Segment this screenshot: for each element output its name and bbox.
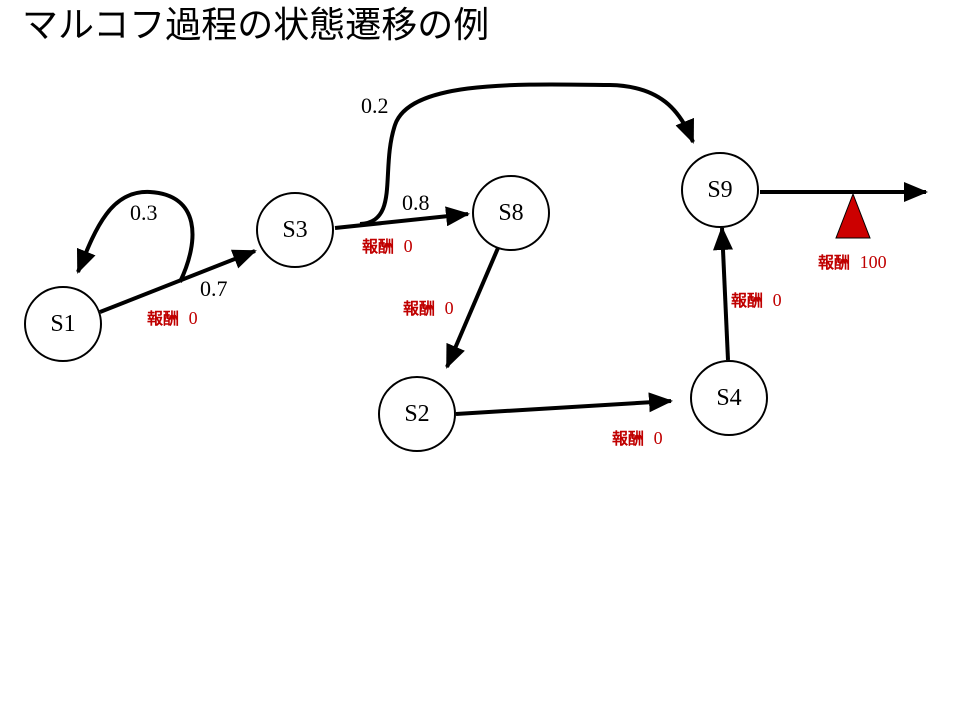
node-s1: S1	[24, 286, 102, 362]
reward-value: 0	[654, 428, 663, 448]
node-s8-label: S8	[498, 200, 523, 226]
prob-s3-to-s8: 0.8	[402, 190, 430, 215]
reward-value: 100	[860, 252, 887, 272]
node-s9: S9	[681, 152, 759, 228]
node-s3-label: S3	[282, 217, 307, 243]
node-s9-label: S9	[707, 177, 732, 203]
reward-value: 0	[189, 308, 198, 328]
reward-value: 0	[773, 290, 782, 310]
node-s1-label: S1	[50, 311, 75, 337]
reward-value: 0	[445, 298, 454, 318]
node-s2-label: S2	[404, 401, 429, 427]
node-s4-label: S4	[716, 385, 741, 411]
terminal-triangle-marker	[835, 192, 871, 239]
prob-s1-self-loop: 0.3	[130, 200, 158, 225]
node-s4: S4	[690, 360, 768, 436]
node-s8: S8	[472, 175, 550, 251]
reward-s4-to-s9: 報酬 0	[731, 290, 782, 310]
reward-word: 報酬	[362, 237, 394, 256]
edge-s2-to-s4	[455, 392, 673, 416]
slide-title: マルコフ過程の状態遷移の例	[22, 5, 490, 46]
edge-s3-to-s8	[334, 206, 470, 230]
reward-value: 0	[404, 236, 413, 256]
reward-word: 報酬	[147, 309, 179, 328]
reward-s9-exit: 報酬 100	[818, 252, 887, 272]
reward-word: 報酬	[731, 291, 763, 310]
edge-s1-self-loop	[76, 189, 195, 283]
reward-word: 報酬	[403, 299, 435, 318]
node-s3: S3	[256, 192, 334, 268]
reward-s3-to-s8: 報酬 0	[362, 236, 413, 256]
reward-word: 報酬	[612, 429, 644, 448]
reward-word: 報酬	[818, 253, 850, 272]
node-s2: S2	[378, 376, 456, 452]
reward-s1-to-s3: 報酬 0	[147, 308, 198, 328]
reward-s8-to-s2: 報酬 0	[403, 298, 454, 318]
prob-s1-to-s3: 0.7	[200, 276, 228, 301]
edge-s3-to-s9	[359, 82, 695, 226]
edge-s1-to-s3	[99, 249, 257, 314]
edge-s8-to-s2	[445, 247, 500, 369]
reward-s2-to-s4: 報酬 0	[612, 428, 663, 448]
prob-s3-to-s9: 0.2	[361, 93, 389, 118]
edge-s4-to-s9	[713, 226, 733, 361]
edges	[76, 82, 928, 416]
